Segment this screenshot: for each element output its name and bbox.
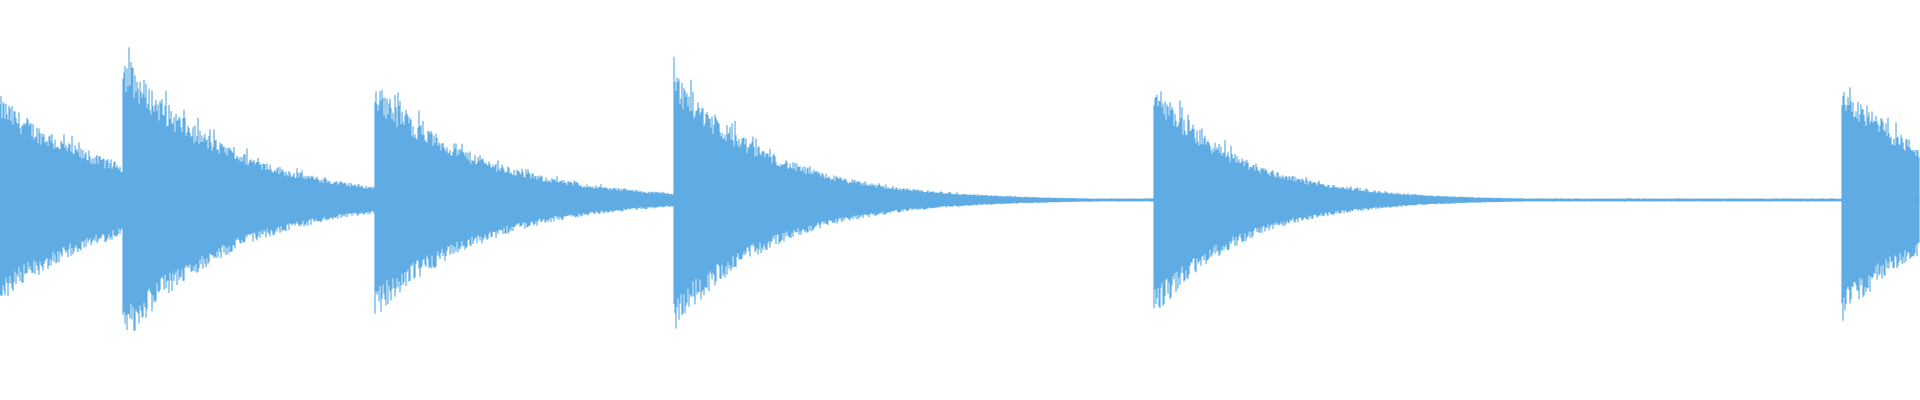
waveform-samples (0, 47, 1920, 331)
waveform-trace (0, 47, 1920, 331)
